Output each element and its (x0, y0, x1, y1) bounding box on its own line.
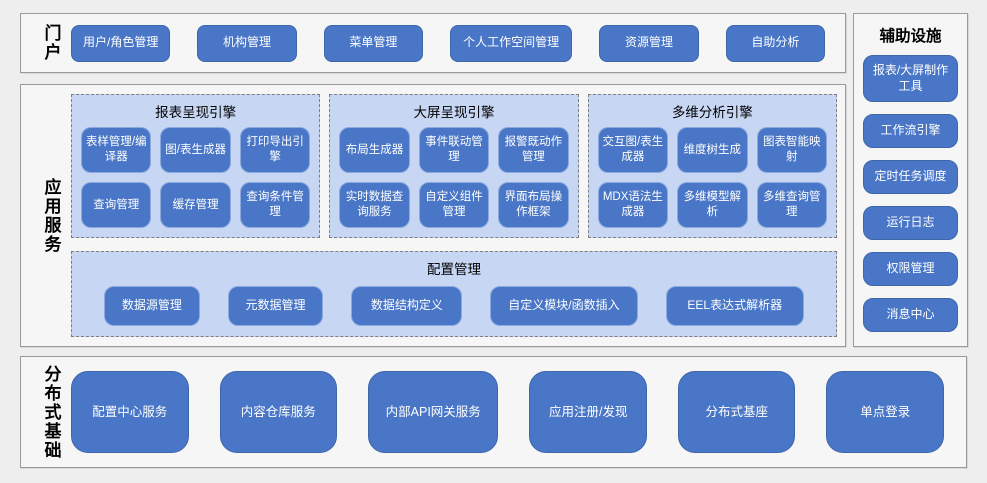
node-permission-management: 权限管理 (863, 252, 958, 286)
node-menu-management: 菜单管理 (323, 24, 424, 62)
auxiliary-facilities-title: 辅助设施 (879, 28, 942, 45)
node-query-management: 查询管理 (81, 182, 152, 228)
app-services-label: 应用服务 (41, 177, 61, 254)
distributed-label-column: 分布式基础 (31, 357, 71, 467)
node-content-repository-service: 内容仓库服务 (219, 371, 338, 453)
node-print-export-engine: 打印导出引擎 (239, 127, 311, 173)
node-workflow-engine: 工作流引擎 (863, 114, 958, 148)
node-data-structure-definition: 数据结构定义 (351, 286, 463, 326)
node-org-management: 机构管理 (197, 24, 297, 62)
app-services-section: 应用服务 报表呈现引擎 表样管理/编译器 图/表生成器 打印导出引擎 查询管理 … (20, 84, 846, 347)
distributed-foundation-section: 分布式基础 配置中心服务 内容仓库服务 内部API网关服务 应用注册/发现 分布… (20, 356, 967, 468)
node-dimension-tree-generation: 维度树生成 (677, 127, 748, 173)
node-alarm-action-management: 报警既动作管理 (498, 127, 569, 173)
node-config-center-service: 配置中心服务 (71, 371, 189, 453)
node-sheet-management-compiler: 表样管理/编译器 (81, 127, 152, 173)
engine-group-olap: 多维分析引擎 交互图/表生成器 维度树生成 图表智能映射 MDX语法生成器 多维… (587, 94, 837, 238)
node-datasource-management: 数据源管理 (104, 286, 200, 326)
node-interactive-chart-generator: 交互图/表生成器 (597, 127, 669, 173)
distributed-label: 分布式基础 (41, 364, 61, 460)
node-custom-component-management: 自定义组件管理 (418, 182, 490, 228)
engine-group-bigscreen-grid: 布局生成器 事件联动管理 报警既动作管理 实时数据查询服务 自定义组件管理 界面… (339, 127, 569, 228)
portal-label-column: 门户 (31, 14, 71, 72)
node-runtime-logs: 运行日志 (863, 206, 958, 240)
node-realtime-data-query-service: 实时数据查询服务 (339, 182, 410, 228)
portal-node-row: 用户/角色管理 机构管理 菜单管理 个人工作空间管理 资源管理 自助分析 (71, 24, 825, 62)
node-distributed-base: 分布式基座 (677, 371, 796, 453)
node-chart-table-generator: 图/表生成器 (160, 127, 231, 173)
app-services-label-column: 应用服务 (31, 94, 71, 337)
node-report-bigscreen-authoring-tool: 报表/大屏制作工具 (863, 55, 958, 102)
engine-group-olap-grid: 交互图/表生成器 维度树生成 图表智能映射 MDX语法生成器 多维模型解析 多维… (597, 127, 827, 228)
node-internal-api-gateway-service: 内部API网关服务 (368, 371, 499, 453)
node-user-role-management: 用户/角色管理 (71, 24, 171, 62)
distributed-node-row: 配置中心服务 内容仓库服务 内部API网关服务 应用注册/发现 分布式基座 单点… (71, 371, 944, 453)
node-personal-workspace-management: 个人工作空间管理 (450, 24, 573, 62)
node-app-registration-discovery: 应用注册/发现 (529, 371, 647, 453)
node-layout-generator: 布局生成器 (339, 127, 410, 173)
node-query-condition-management: 查询条件管理 (239, 182, 311, 228)
auxiliary-facilities-section: 辅助设施 报表/大屏制作工具 工作流引擎 定时任务调度 运行日志 权限管理 消息… (853, 13, 968, 347)
engine-group-bigscreen: 大屏呈现引擎 布局生成器 事件联动管理 报警既动作管理 实时数据查询服务 自定义… (329, 94, 579, 238)
engine-group-report-grid: 表样管理/编译器 图/表生成器 打印导出引擎 查询管理 缓存管理 查询条件管理 (81, 127, 311, 228)
node-cache-management: 缓存管理 (160, 182, 231, 228)
node-self-service-analysis: 自助分析 (725, 24, 825, 62)
engine-group-bigscreen-title: 大屏呈现引擎 (413, 105, 495, 120)
config-node-row: 数据源管理 元数据管理 数据结构定义 自定义模块/函数插入 EEL表达式解析器 (104, 286, 804, 326)
app-services-content: 报表呈现引擎 表样管理/编译器 图/表生成器 打印导出引擎 查询管理 缓存管理 … (71, 94, 837, 337)
node-scheduled-task-scheduling: 定时任务调度 (863, 160, 958, 194)
node-eel-expression-parser: EEL表达式解析器 (665, 286, 804, 326)
engine-groups-row: 报表呈现引擎 表样管理/编译器 图/表生成器 打印导出引擎 查询管理 缓存管理 … (71, 94, 837, 238)
node-custom-module-function-insert: 自定义模块/函数插入 (490, 286, 638, 326)
auxiliary-node-column: 报表/大屏制作工具 工作流引擎 定时任务调度 运行日志 权限管理 消息中心 (863, 55, 958, 336)
node-resource-management: 资源管理 (599, 24, 699, 62)
node-mdx-syntax-generator: MDX语法生成器 (597, 182, 669, 228)
portal-section: 门户 用户/角色管理 机构管理 菜单管理 个人工作空间管理 资源管理 自助分析 (20, 13, 846, 73)
engine-group-report-title: 报表呈现引擎 (155, 105, 237, 120)
node-metadata-management: 元数据管理 (227, 286, 324, 326)
node-multidim-model-parsing: 多维模型解析 (677, 182, 748, 228)
node-chart-smart-mapping: 图表智能映射 (756, 127, 827, 173)
node-single-sign-on: 单点登录 (826, 371, 944, 453)
config-management-title: 配置管理 (427, 262, 481, 277)
node-message-center: 消息中心 (863, 298, 958, 332)
node-multidim-query-management: 多维查询管理 (756, 182, 827, 228)
engine-group-olap-title: 多维分析引擎 (671, 105, 753, 120)
portal-label: 门户 (41, 24, 61, 62)
node-ui-layout-operation-framework: 界面布局操作框架 (498, 182, 569, 228)
config-management-group: 配置管理 数据源管理 元数据管理 数据结构定义 自定义模块/函数插入 EEL表达… (71, 251, 837, 337)
node-event-linkage-management: 事件联动管理 (418, 127, 490, 173)
engine-group-report: 报表呈现引擎 表样管理/编译器 图/表生成器 打印导出引擎 查询管理 缓存管理 … (71, 94, 321, 238)
